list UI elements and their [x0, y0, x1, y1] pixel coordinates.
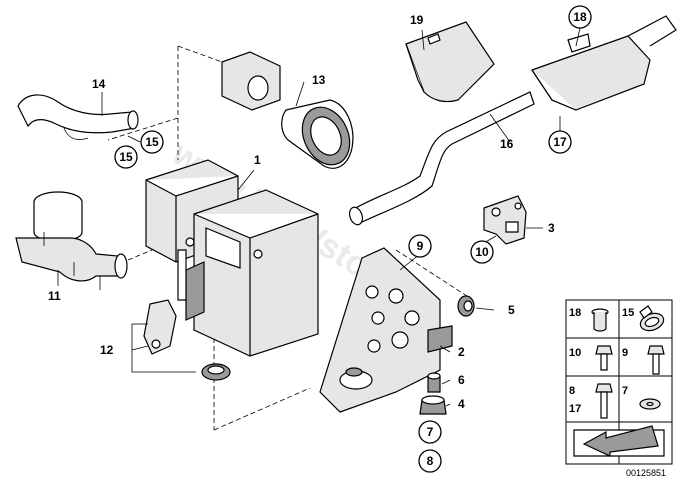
callout-7-circle — [418, 420, 442, 444]
callout-5: 5 — [508, 303, 515, 317]
callout-10: 10 — [475, 245, 489, 259]
part-muffler — [531, 15, 677, 111]
callout-9: 9 — [417, 239, 424, 253]
callout-9-circle — [408, 234, 432, 258]
part-heat-shield — [405, 21, 495, 103]
callout-8-circle — [418, 449, 442, 473]
callout-14: 14 — [92, 77, 106, 91]
callout-7: 7 — [427, 425, 434, 439]
callout-19: 19 — [410, 13, 424, 27]
callout-16: 16 — [500, 137, 514, 151]
part-pump — [15, 191, 128, 290]
callout-3: 3 — [548, 221, 555, 235]
part-mount-bracket — [319, 247, 453, 413]
callout-15a: 15 — [145, 135, 159, 149]
washer-icon — [639, 398, 661, 410]
part-3-bracket — [483, 195, 527, 245]
part-4-mount — [419, 395, 447, 415]
part-filter — [221, 51, 354, 169]
part-6-spacer — [427, 372, 441, 393]
callout-12: 12 — [100, 343, 114, 357]
part-hose — [17, 94, 139, 140]
callout-15a-circle — [140, 130, 164, 154]
callout-18: 18 — [573, 10, 587, 24]
legend-10: 10 — [569, 347, 581, 359]
part-heater — [145, 159, 319, 357]
hardware-legend: 18 15 10 9 8 17 7 — [565, 299, 673, 465]
callout-4: 4 — [458, 397, 465, 411]
callout-1: 1 — [254, 153, 261, 167]
legend-9: 9 — [622, 347, 628, 359]
part-exhaust-pipe — [348, 91, 535, 226]
callout-15b-circle — [114, 145, 138, 169]
callout-18-circle — [568, 5, 592, 29]
callout-11: 11 — [48, 289, 61, 303]
legend-8: 8 — [569, 385, 575, 397]
part-5-grommet — [457, 295, 475, 317]
part-bracket-small — [143, 299, 177, 355]
hex-bolt-9-icon — [647, 345, 665, 375]
callout-8: 8 — [427, 454, 434, 468]
legend-18: 18 — [569, 307, 581, 319]
legend-15: 15 — [622, 307, 634, 319]
callout-13: 13 — [312, 73, 326, 87]
long-bolt-icon — [595, 383, 613, 419]
document-id: 00125851 — [626, 468, 666, 478]
callout-17-circle — [548, 130, 572, 154]
part-grommet — [201, 363, 231, 381]
hose-clamp-icon — [639, 305, 665, 332]
legend-7: 7 — [622, 385, 628, 397]
callouts: 1 2 3 4 5 6 11 12 13 14 16 19 18 17 15 1… — [48, 5, 592, 473]
callout-15b: 15 — [119, 150, 133, 164]
callout-10-circle — [470, 240, 494, 264]
callout-17: 17 — [553, 135, 567, 149]
rivet-nut-icon — [591, 308, 609, 332]
direction-arrow-icon — [573, 425, 665, 457]
callout-6: 6 — [458, 373, 465, 387]
legend-17: 17 — [569, 403, 581, 415]
hex-bolt-icon — [595, 345, 613, 371]
callout-2: 2 — [458, 345, 465, 359]
